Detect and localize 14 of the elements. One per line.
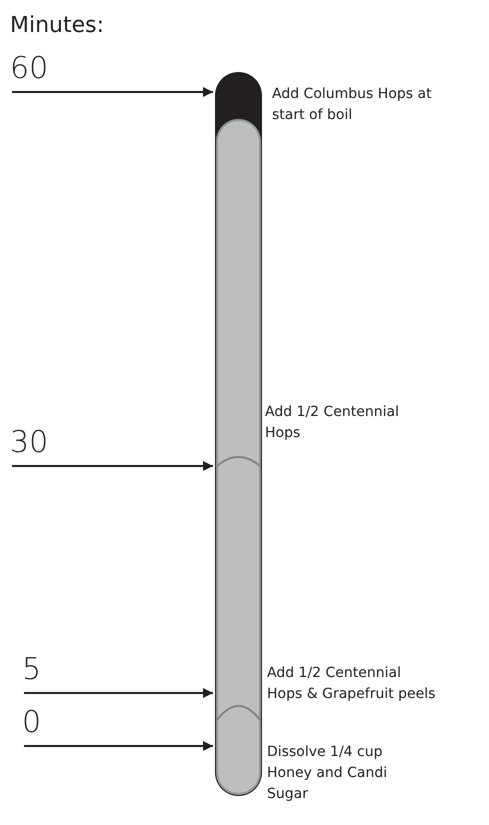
arrow (24, 741, 213, 751)
minute-mark: 0 (22, 706, 42, 740)
step-note: Add Columbus Hops at start of boil (272, 85, 433, 125)
step-note: Add 1/2 Centennial Hops & Grapefruit peels (267, 664, 436, 704)
title-text: Minutes: (10, 12, 106, 40)
step-note: Dissolve 1/4 cup Honey and Candi Sugar (267, 743, 388, 804)
arrow (12, 461, 213, 471)
minute-mark: 30 (10, 426, 48, 460)
step-note: Add 1/2 Centennial Hops (265, 403, 400, 443)
arrow (24, 688, 213, 698)
arrow (12, 87, 213, 97)
minute-mark: 60 (10, 52, 48, 86)
minute-mark: 5 (22, 653, 42, 687)
boil-timeline-bar (215, 72, 262, 796)
